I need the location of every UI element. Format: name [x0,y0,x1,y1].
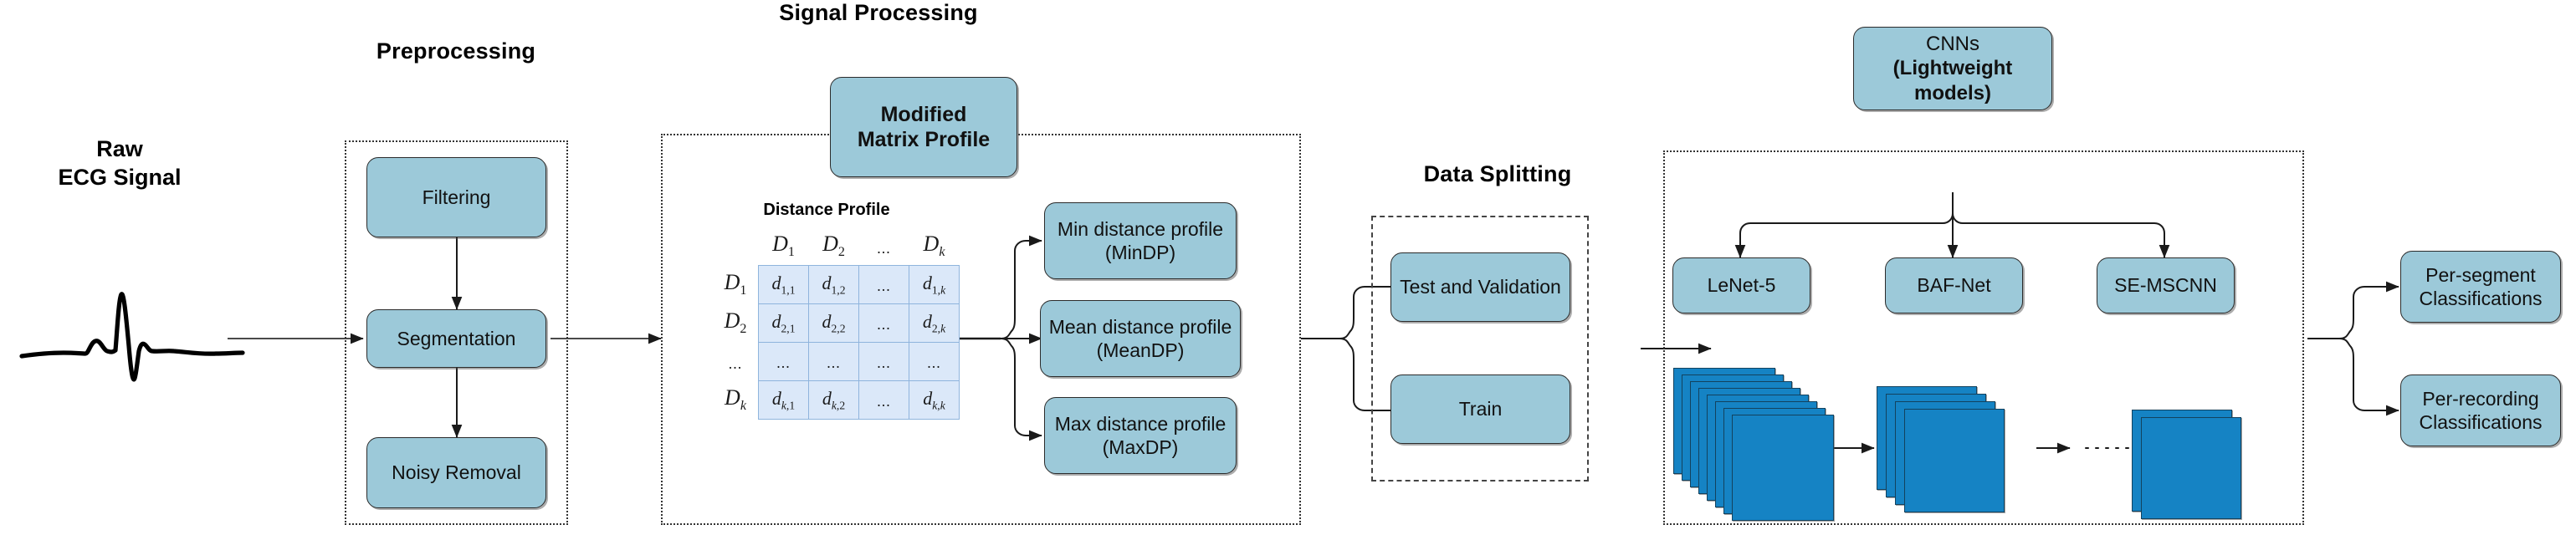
matrix-col-header-4: Dk [923,232,945,260]
node-baf-net[interactable]: BAF-Net [1885,257,2023,313]
node-noisy-removal[interactable]: Noisy Removal [366,437,546,508]
node-mean-distance-profile[interactable]: Mean distance profile (MeanDP) [1040,300,1241,377]
matrix-cell: ... [858,265,909,304]
matrix-header-row: D1 D2 ... Dk [713,227,960,266]
matrix-row-header-3: ... [728,354,743,372]
distance-profile-matrix: D1 D2 ... Dk D1 d1,1 d1,2 ... d1,k D2 d2… [713,227,960,420]
matrix-cell: dk,2 [808,380,859,420]
per-recording-line2: Classifications [2419,411,2543,433]
section-title-preprocessing: Preprocessing [376,38,536,64]
node-se-mscnn[interactable]: SE-MSCNN [2097,257,2235,313]
mean-distance-profile-line2: (MeanDP) [1096,339,1185,361]
modified-matrix-profile-line1: Modified [880,102,967,126]
conv-stack-3 [2132,410,2266,527]
conv-plate [1732,415,1834,521]
max-distance-profile-line1: Max distance profile [1054,412,1227,435]
matrix-cell: ... [858,342,909,381]
node-test-and-validation[interactable]: Test and Validation [1390,252,1570,322]
node-segmentation[interactable]: Segmentation [366,309,546,368]
node-per-segment-classifications[interactable]: Per-segment Classifications [2400,251,2561,323]
node-lenet-5[interactable]: LeNet-5 [1672,257,1810,313]
matrix-cell: dk,1 [758,380,809,420]
matrix-cell: d1,2 [808,265,859,304]
max-distance-profile-line2: (MaxDP) [1102,436,1179,458]
matrix-cell: dk,k [909,380,960,420]
node-min-distance-profile[interactable]: Min distance profile (MinDP) [1044,202,1237,279]
matrix-cell: ... [909,342,960,381]
matrix-corner-spacer [713,227,759,266]
matrix-row: ... ... ... ... ... [713,342,960,381]
conv-plate [1904,409,2005,512]
raw-ecg-signal-line1: Raw [96,136,143,161]
preprocessing-group [345,140,568,525]
matrix-row-header-4: Dk [725,385,746,414]
matrix-cell: ... [808,342,859,381]
node-modified-matrix-profile[interactable]: Modified Matrix Profile [830,77,1017,177]
conv-stack-1 [1673,368,1849,521]
cnns-group [1663,150,2304,525]
raw-ecg-signal-label: Raw ECG Signal [40,135,199,192]
matrix-cell: ... [758,342,809,381]
distance-profile-table: D1 D2 ... Dk D1 d1,1 d1,2 ... d1,k D2 d2… [713,227,960,420]
matrix-col-header-3: ... [877,239,891,257]
per-recording-line1: Per-recording [2422,387,2539,410]
per-segment-line1: Per-segment [2425,263,2536,286]
modified-matrix-profile-line2: Matrix Profile [857,128,991,151]
matrix-row-header-2: D2 [724,308,747,337]
matrix-row: D1 d1,1 d1,2 ... d1,k [713,265,960,304]
matrix-cell: ... [858,380,909,420]
node-train[interactable]: Train [1390,374,1570,444]
section-title-signal-processing: Signal Processing [779,0,978,25]
conv-stack-2 [1877,386,2019,520]
min-distance-profile-line2: (MinDP) [1104,242,1176,263]
ecg-waveform-icon [19,292,245,382]
matrix-col-header-1: D1 [772,232,795,260]
mean-distance-profile-line1: Mean distance profile [1048,315,1232,338]
matrix-cell: d1,k [909,265,960,304]
node-filtering[interactable]: Filtering [366,157,546,237]
min-distance-profile-line1: Min distance profile [1057,217,1224,240]
matrix-cell: ... [858,303,909,343]
matrix-row: Dk dk,1 dk,2 ... dk,k [713,380,960,420]
data-splitting-group [1371,216,1589,482]
conv-plate [2141,417,2241,519]
section-title-data-splitting: Data Splitting [1423,161,1572,186]
node-max-distance-profile[interactable]: Max distance profile (MaxDP) [1044,397,1237,474]
matrix-cell: d1,1 [758,265,809,304]
node-cnns[interactable]: CNNs (Lightweight models) [1853,27,2052,110]
node-per-recording-classifications[interactable]: Per-recording Classifications [2400,374,2561,446]
cnns-line2: (Lightweight models) [1892,57,2013,104]
matrix-row-header-1: D1 [724,270,747,298]
matrix-row: D2 d2,1 d2,2 ... d2,k [713,303,960,343]
raw-ecg-signal-line2: ECG Signal [58,164,182,190]
cnns-line1: CNNs [1926,33,1979,56]
matrix-cell: d2,k [909,303,960,343]
matrix-col-header-2: D2 [822,232,845,260]
distance-profile-caption: Distance Profile [763,201,890,219]
matrix-cell: d2,1 [758,303,809,343]
matrix-cell: d2,2 [808,303,859,343]
per-segment-line2: Classifications [2419,288,2543,309]
